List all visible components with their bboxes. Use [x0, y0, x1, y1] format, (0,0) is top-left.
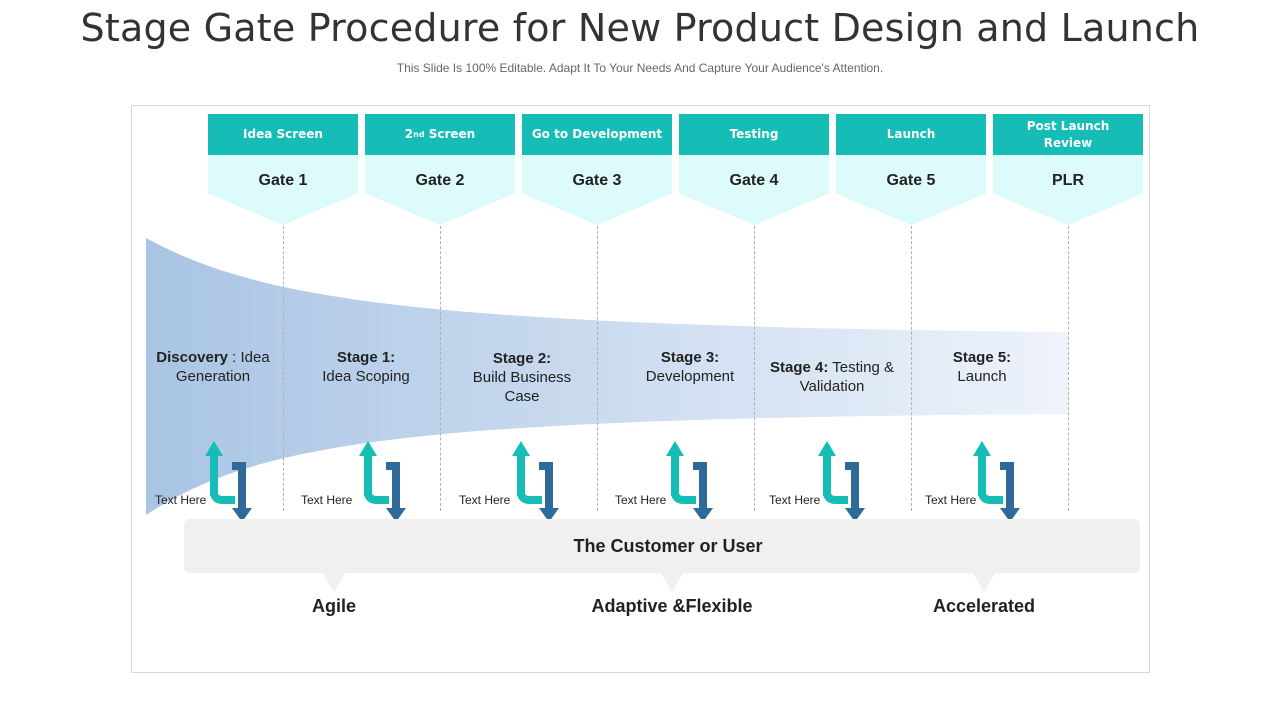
placeholder-text: Text Here: [615, 493, 667, 507]
feedback-arrows-icon: [512, 441, 559, 522]
stage-2: Stage 2:Build Business Case: [472, 350, 572, 405]
gate-pentagon: [993, 155, 1143, 225]
feedback-arrows-icon: [359, 441, 406, 522]
stage-4: Stage 4: Testing & Validation: [770, 359, 894, 395]
gate-divider: [440, 226, 441, 511]
gate-header: Testing: [679, 114, 829, 155]
feedback-arrows-icon: [205, 441, 252, 522]
stage-5: Stage 5:Launch: [952, 349, 1012, 385]
gate-pentagon: [679, 155, 829, 225]
gate-pentagon: [836, 155, 986, 225]
gate-name: Gate 4: [729, 172, 779, 189]
stage-3: Stage 3:Development: [645, 349, 735, 385]
feedback-arrows-icon: [818, 441, 865, 522]
placeholder-text: Text Here: [769, 493, 821, 507]
gate-header: Launch: [836, 114, 986, 155]
gate-divider: [283, 226, 284, 511]
gate-divider: [754, 226, 755, 511]
slide-subtitle: This Slide Is 100% Editable. Adapt It To…: [396, 61, 884, 75]
callout-pointer: [972, 572, 996, 592]
gate-name: Gate 3: [572, 172, 622, 189]
placeholder-text: Text Here: [155, 493, 207, 507]
gate-header: Idea Screen: [208, 114, 358, 155]
gate-1: Idea Screen Gate 1: [208, 114, 358, 226]
label-adaptive-flexible: Adaptive &Flexible: [591, 596, 753, 616]
placeholder-text: Text Here: [459, 493, 511, 507]
gate-3: Go to Development Gate 3: [522, 114, 672, 226]
gate-4: Testing Gate 4: [679, 114, 829, 226]
slide-title: Stage Gate Procedure for New Product Des…: [80, 6, 1200, 50]
gate-divider: [1068, 226, 1069, 511]
feedback-arrows-icon: [666, 441, 713, 522]
placeholder-text: Text Here: [301, 493, 353, 507]
gate-name: PLR: [1052, 172, 1084, 189]
gate-pentagon: [208, 155, 358, 225]
gate-name: Gate 2: [415, 172, 465, 189]
gate-name: Gate 5: [886, 172, 936, 189]
gate-pentagon: [522, 155, 672, 225]
gate-header: Go to Development: [522, 114, 672, 155]
label-agile: Agile: [311, 596, 356, 616]
callout-pointer: [660, 572, 684, 592]
gate-name: Gate 1: [258, 172, 308, 189]
stage-1: Stage 1:Idea Scoping: [322, 349, 410, 385]
customer-label: The Customer or User: [573, 536, 763, 556]
label-accelerated: Accelerated: [932, 596, 1036, 616]
gate-pentagon: [365, 155, 515, 225]
feedback-arrows-icon: [973, 441, 1020, 522]
gate-divider: [911, 226, 912, 511]
customer-bar: [184, 519, 1140, 573]
gate-divider: [597, 226, 598, 511]
callout-pointer: [322, 572, 346, 592]
gate-header: Post Launch Review: [993, 114, 1143, 155]
gate-5: Launch Gate 5: [836, 114, 986, 226]
placeholder-text: Text Here: [925, 493, 977, 507]
stage-discovery: Discovery : Idea Generation: [156, 349, 270, 385]
gate-plr: Post Launch Review PLR: [993, 114, 1143, 226]
